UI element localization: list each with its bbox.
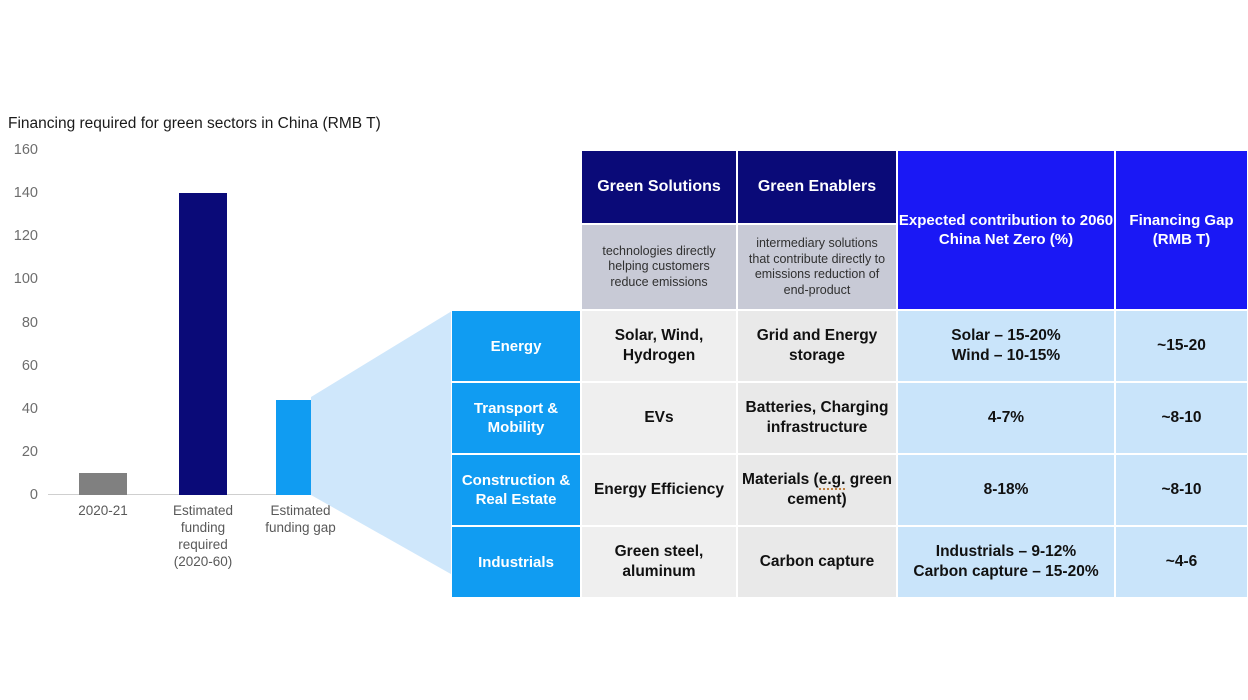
row-construction-enablers: Materials (e.g. green cement) — [737, 454, 897, 526]
header-green-enablers: Green Enablers — [737, 150, 897, 224]
table-row: Energy Solar, Wind, Hydrogen Grid and En… — [451, 310, 1248, 382]
row-industrials-gap: ~4-6 — [1115, 526, 1248, 598]
x-label-line: required — [178, 537, 228, 552]
table-row: Industrials Green steel, aluminum Carbon… — [451, 526, 1248, 598]
row-energy-solutions: Solar, Wind, Hydrogen — [581, 310, 737, 382]
row-transport-enablers: Batteries, Charging infrastructure — [737, 382, 897, 454]
y-tick-0: 0 — [29, 487, 38, 503]
row-energy-enablers: Grid and Energy storage — [737, 310, 897, 382]
chart-title: Financing required for green sectors in … — [8, 115, 381, 132]
y-tick-40: 40 — [21, 400, 38, 417]
y-tick-80: 80 — [21, 314, 38, 331]
table-row: Transport & Mobility EVs Batteries, Char… — [451, 382, 1248, 454]
header-green-enablers-description: intermediary solutions that contribute d… — [737, 224, 897, 310]
x-label-line: Estimated — [270, 503, 331, 518]
x-label-line: funding — [180, 520, 226, 535]
header-corner-blank-2 — [451, 224, 581, 310]
table-row: Construction & Real Estate Energy Effici… — [451, 454, 1248, 526]
row-transport-gap: ~8-10 — [1115, 382, 1248, 454]
chart-plot-area: 160 140 120 100 80 60 40 20 0 2020-21 Es… — [14, 142, 350, 569]
table-header-row-titles: Green Solutions Green Enablers Expected … — [451, 150, 1248, 310]
y-tick-140: 140 — [13, 185, 38, 202]
x-label-line: funding gap — [265, 520, 336, 535]
bar-2020-21 — [79, 473, 127, 495]
y-tick-160: 160 — [13, 142, 38, 158]
row-industrials-enablers: Carbon capture — [737, 526, 897, 598]
header-corner-blank — [451, 150, 581, 224]
enablers-text-spellcheck: e.g. — [818, 471, 846, 490]
x-label-line: Estimated — [172, 503, 234, 518]
x-label-2020-21: 2020-21 — [48, 502, 158, 519]
header-expected-contribution: Expected contribution to 2060 China Net … — [897, 150, 1115, 310]
row-industrials-solutions: Green steel, aluminum — [581, 526, 737, 598]
x-label-line: (2020-60) — [173, 554, 233, 569]
header-financing-gap: Financing Gap (RMB T) — [1115, 150, 1248, 310]
bar-estimated-funding-required — [179, 193, 227, 495]
x-label-estimated-funding-required: Estimated funding required (2020-60) — [148, 502, 258, 570]
header-green-solutions: Green Solutions — [581, 150, 737, 224]
y-tick-120: 120 — [13, 228, 38, 245]
row-industrials-contribution: Industrials – 9-12% Carbon capture – 15-… — [897, 526, 1115, 598]
row-construction-contribution: 8-18% — [897, 454, 1115, 526]
header-green-solutions-description: technologies directly helping customers … — [581, 224, 737, 310]
x-label-line: 2020-21 — [78, 503, 128, 518]
row-transport-solutions: EVs — [581, 382, 737, 454]
row-sector-construction-real-estate: Construction & Real Estate — [451, 454, 581, 526]
row-construction-gap: ~8-10 — [1115, 454, 1248, 526]
green-sectors-table: Green Solutions Green Enablers Expected … — [451, 150, 1248, 598]
y-tick-100: 100 — [13, 271, 38, 288]
row-energy-gap: ~15-20 — [1115, 310, 1248, 382]
y-tick-60: 60 — [21, 357, 38, 374]
row-construction-solutions: Energy Efficiency — [581, 454, 737, 526]
y-tick-20: 20 — [21, 443, 38, 460]
bar-estimated-funding-gap — [276, 400, 324, 495]
row-energy-contribution: Solar – 15-20% Wind – 10-15% — [897, 310, 1115, 382]
bar-chart-panel: Financing required for green sectors in … — [0, 0, 460, 620]
x-label-estimated-funding-gap: Estimated funding gap — [243, 502, 358, 536]
row-sector-energy: Energy — [451, 310, 581, 382]
enablers-text-prefix: Materials ( — [742, 471, 819, 488]
row-sector-transport-mobility: Transport & Mobility — [451, 382, 581, 454]
table-header-row-subtitles: technologies directly helping customers … — [451, 224, 1248, 310]
row-transport-contribution: 4-7% — [897, 382, 1115, 454]
row-sector-industrials: Industrials — [451, 526, 581, 598]
enablers-text-suffix: green cement) — [787, 471, 892, 508]
